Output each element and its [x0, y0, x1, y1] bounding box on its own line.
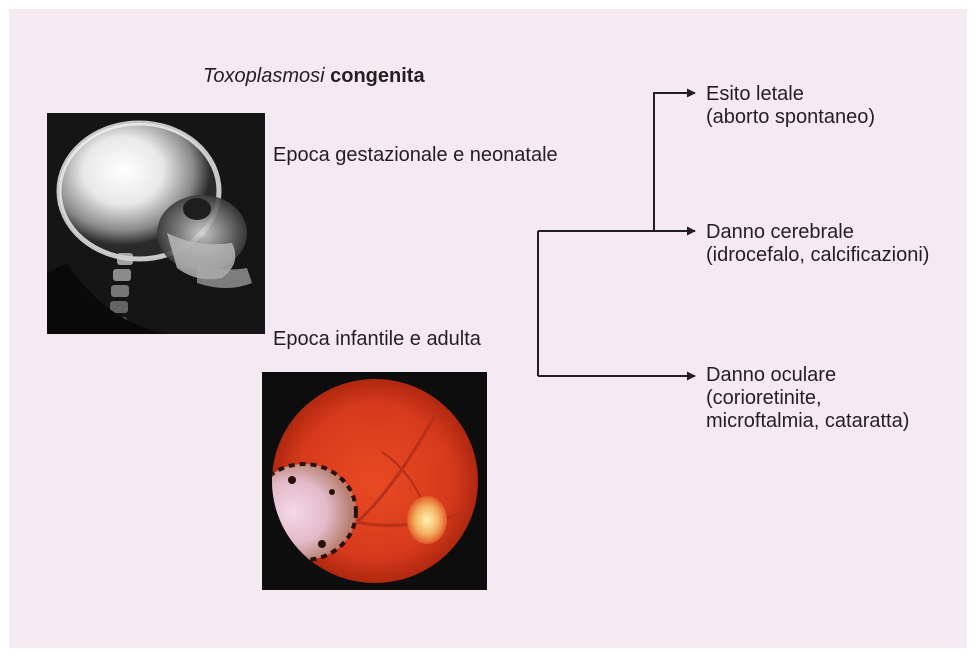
outcome-danno-cerebrale: Danno cerebrale (idrocefalo, calcificazi…	[706, 221, 929, 267]
outcome-danno-oculare: Danno oculare (corioretinite, microftalm…	[706, 364, 909, 433]
outcome-line: (corioretinite,	[706, 387, 909, 410]
outcome-line: Danno oculare	[706, 364, 909, 387]
branch-to-esito-letale	[654, 93, 695, 231]
outcome-line: (idrocefalo, calcificazioni)	[706, 244, 929, 267]
outcome-line: microftalmia, cataratta)	[706, 410, 909, 433]
outcome-esito-letale: Esito letale (aborto spontaneo)	[706, 83, 875, 129]
outcome-line: (aborto spontaneo)	[706, 106, 875, 129]
outcome-line: Danno cerebrale	[706, 221, 929, 244]
outcome-line: Esito letale	[706, 83, 875, 106]
